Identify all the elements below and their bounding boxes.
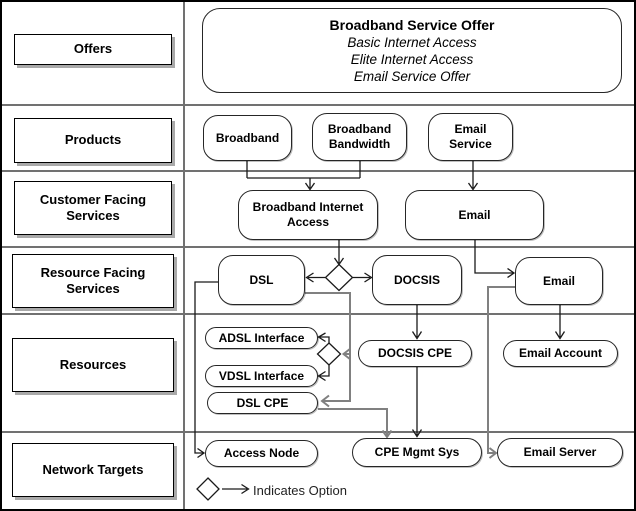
node-email-cfs-label: Email <box>458 207 491 222</box>
row-label-customer-facing-services: Customer Facing Services <box>14 181 172 235</box>
row-label-products: Products <box>14 118 172 163</box>
row-divider-products-cfs <box>2 170 634 172</box>
connector-products-merge-to-bia <box>246 161 361 191</box>
node-email-rfs: Email <box>515 257 603 305</box>
node-adsl-interface-label: ADSL Interface <box>218 330 305 345</box>
offer-item: Elite Internet Access <box>350 51 474 67</box>
node-email-service-label: Email Service <box>449 122 492 151</box>
node-email-account-label: Email Account <box>519 346 602 360</box>
node-broadband-internet-access: Broadband Internet Access <box>238 190 378 240</box>
node-dsl-label: DSL <box>249 272 274 287</box>
connector-diamond-to-docsis <box>353 272 373 283</box>
node-docsis: DOCSIS <box>372 255 462 305</box>
node-broadband-bandwidth: Broadband Bandwidth <box>312 113 407 161</box>
connector-email-rfs-to-email-account <box>554 305 566 340</box>
connector-docsis-cpe-to-cpe-mgmt-sys <box>411 367 423 438</box>
connector-dsl-to-dsl-cpe <box>305 292 351 408</box>
node-broadband-label: Broadband <box>215 130 280 145</box>
connector-email-cfs-to-email-rfs <box>474 240 516 279</box>
row-divider-resources-targets <box>2 431 634 433</box>
offer-item: Email Service Offer <box>353 68 471 84</box>
connector-docsis-to-docsis-cpe <box>411 305 423 340</box>
node-email-server: Email Server <box>497 438 623 467</box>
node-email-service: Email Service <box>428 113 513 161</box>
row-label-products-text: Products <box>64 132 122 148</box>
node-bia-label: Broadband Internet Access <box>252 200 364 229</box>
node-email-account: Email Account <box>503 340 618 367</box>
row-label-rfs-text: Resource Facing Services <box>40 264 146 296</box>
connector-dsl-branch-to-interface-diamond <box>341 347 352 361</box>
connector-dsl-cpe-to-cpe-mgmt-sys <box>318 408 393 439</box>
connector-dsl-to-access-node <box>194 281 218 459</box>
row-divider-offers-products <box>2 104 634 106</box>
option-diamond-icon <box>324 263 354 292</box>
offer-item: Basic Internet Access <box>347 34 477 50</box>
offer-title: Broadband Service Offer <box>329 16 495 33</box>
node-email-cfs: Email <box>405 190 544 240</box>
node-dsl-cpe: DSL CPE <box>207 392 318 414</box>
row-label-network-targets-text: Network Targets <box>42 461 144 477</box>
node-broadband-bandwidth-label: Broadband Bandwidth <box>327 122 392 151</box>
node-cpe-mgmt-sys-label: CPE Mgmt Sys <box>374 445 460 459</box>
row-label-resources: Resources <box>12 338 174 392</box>
legend-arrow <box>222 483 250 495</box>
interface-option-diamond-icon <box>316 342 342 366</box>
connector-bia-to-option-diamond <box>333 240 345 266</box>
node-docsis-label: DOCSIS <box>393 272 440 287</box>
node-access-node-label: Access Node <box>223 446 300 460</box>
node-access-node: Access Node <box>205 440 318 467</box>
legend-label: Indicates Option <box>253 483 347 498</box>
node-adsl-interface: ADSL Interface <box>205 327 318 349</box>
row-label-resource-facing-services: Resource Facing Services <box>12 254 174 308</box>
node-docsis-cpe-label: DOCSIS CPE <box>377 346 452 360</box>
node-docsis-cpe: DOCSIS CPE <box>358 340 472 367</box>
column-divider <box>183 2 185 509</box>
node-email-server-label: Email Server <box>523 445 597 459</box>
connector-email-rfs-to-email-server <box>487 286 515 459</box>
node-email-rfs-label: Email <box>542 273 575 288</box>
node-vdsl-interface-label: VDSL Interface <box>218 368 305 383</box>
node-dsl: DSL <box>218 255 305 305</box>
row-divider-cfs-rfs <box>2 246 634 248</box>
connector-interface-diamond-to-vdsl <box>317 364 330 382</box>
connector-interface-diamond-to-adsl <box>317 332 330 344</box>
connector-email-service-to-email-cfs <box>467 161 479 191</box>
node-broadband: Broadband <box>203 115 292 161</box>
node-dsl-cpe-label: DSL CPE <box>236 395 289 410</box>
legend-diamond-icon <box>196 477 220 501</box>
row-label-resources-text: Resources <box>59 356 127 372</box>
row-label-offers-text: Offers <box>73 41 113 57</box>
row-label-network-targets: Network Targets <box>12 443 174 497</box>
connector-diamond-to-dsl <box>305 272 325 283</box>
node-cpe-mgmt-sys: CPE Mgmt Sys <box>352 438 482 467</box>
node-vdsl-interface: VDSL Interface <box>205 365 318 387</box>
row-label-offers: Offers <box>14 34 172 65</box>
row-label-cfs-text: Customer Facing Services <box>39 191 147 223</box>
node-broadband-service-offer: Broadband Service Offer Basic Internet A… <box>202 8 622 93</box>
row-divider-rfs-resources <box>2 313 634 315</box>
